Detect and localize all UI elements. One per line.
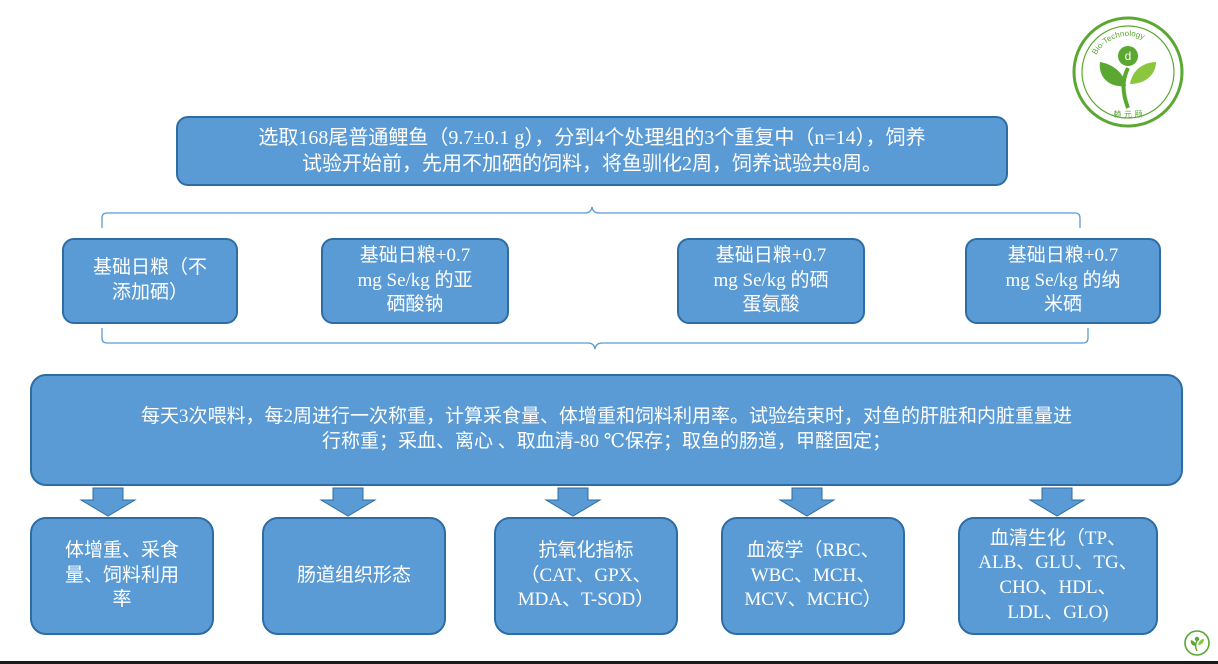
diet-line: 蛋氨酸	[742, 294, 800, 316]
outcome-box-intestinal-morphology: 肠道组织形态	[262, 517, 446, 635]
diet-line: 基础日粮（不	[92, 257, 207, 279]
outcome-line: MCV、MCHC）	[744, 589, 882, 611]
outcome-line: CHO、HDL、	[999, 577, 1117, 598]
setup-line-1: 选取168尾普通鲤鱼（9.7±0.1 g），分到4个处理组的3个重复中（n=14…	[258, 127, 926, 149]
outcome-line: 血清生化（TP、	[989, 527, 1127, 549]
diet-line: mg Se/kg 的亚	[357, 269, 473, 291]
corner-logo-icon	[1184, 630, 1210, 656]
diet-box-control: 基础日粮（不 添加硒）	[62, 238, 238, 324]
diet-box-selenomethionine: 基础日粮+0.7 mg Se/kg 的硒 蛋氨酸	[677, 238, 865, 324]
footer-divider	[0, 661, 1218, 664]
diet-box-sodium-selenite: 基础日粮+0.7 mg Se/kg 的亚 硒酸钠	[321, 238, 509, 324]
logo-glyph: d	[1125, 49, 1132, 63]
diet-line: 基础日粮+0.7	[1007, 244, 1119, 266]
diet-line: 硒酸钠	[386, 294, 444, 316]
setup-line-2: 试验开始前，先用不加硒的饲料，将鱼驯化2周，饲养试验共8周。	[301, 153, 882, 175]
procedure-line-1: 每天3次喂料，每2周进行一次称重，计算采食量、体增重和饲料利用率。试验结束时，对…	[140, 406, 1072, 428]
down-arrow-4	[778, 487, 836, 517]
outcome-box-growth: 体增重、采食 量、饲料利用 率	[30, 517, 214, 635]
outcome-line: 肠道组织形态	[296, 564, 411, 586]
down-arrow-5	[1028, 487, 1086, 517]
diet-line: mg Se/kg 的纳	[1005, 269, 1121, 291]
outcome-line: 量、饲料利用	[64, 564, 179, 586]
diet-line: 添加硒）	[111, 282, 188, 303]
diet-line: 基础日粮+0.7	[715, 244, 827, 266]
down-arrow-3	[544, 487, 602, 517]
outcome-line: 血液学（RBC、	[746, 539, 880, 561]
bio-technology-logo: Bio-Technology d 赖 元 颐	[1072, 16, 1184, 128]
bottom-brace	[101, 328, 1089, 350]
diet-line: 米硒	[1043, 294, 1082, 316]
outcome-line: LDL、GLO)	[1007, 601, 1109, 623]
experiment-setup-box: 选取168尾普通鲤鱼（9.7±0.1 g），分到4个处理组的3个重复中（n=14…	[176, 116, 1008, 186]
outcome-box-serum-biochemistry: 血清生化（TP、 ALB、GLU、TG、 CHO、HDL、 LDL、GLO)	[958, 517, 1158, 635]
down-arrow-2	[319, 487, 377, 517]
procedure-line-2: 行称重；采血、离心 、取血清-80 ℃保存；取鱼的肠道，甲醛固定；	[321, 431, 892, 452]
outcome-line: MDA、T-SOD）	[517, 589, 655, 611]
outcome-line: 抗氧化指标	[538, 539, 634, 561]
outcome-line: 体增重、采食	[64, 539, 179, 561]
diet-line: mg Se/kg 的硒	[713, 269, 829, 291]
outcome-line: ALB、GLU、TG、	[978, 552, 1138, 574]
outcome-line: 率	[112, 589, 132, 611]
down-arrow-1	[79, 487, 137, 517]
top-brace	[101, 206, 1081, 228]
procedure-box: 每天3次喂料，每2周进行一次称重，计算采食量、体增重和饲料利用率。试验结束时，对…	[30, 374, 1183, 486]
diet-box-nano-selenium: 基础日粮+0.7 mg Se/kg 的纳 米硒	[965, 238, 1161, 324]
outcome-line: WBC、MCH、	[750, 564, 876, 586]
outcome-box-antioxidant: 抗氧化指标 （CAT、GPX、 MDA、T-SOD）	[494, 517, 678, 635]
diet-line: 基础日粮+0.7	[359, 244, 471, 266]
logo-bottom-text: 赖 元 颐	[1113, 109, 1142, 119]
outcome-box-hematology: 血液学（RBC、 WBC、MCH、 MCV、MCHC）	[721, 517, 905, 635]
outcome-line: （CAT、GPX、	[520, 564, 652, 586]
